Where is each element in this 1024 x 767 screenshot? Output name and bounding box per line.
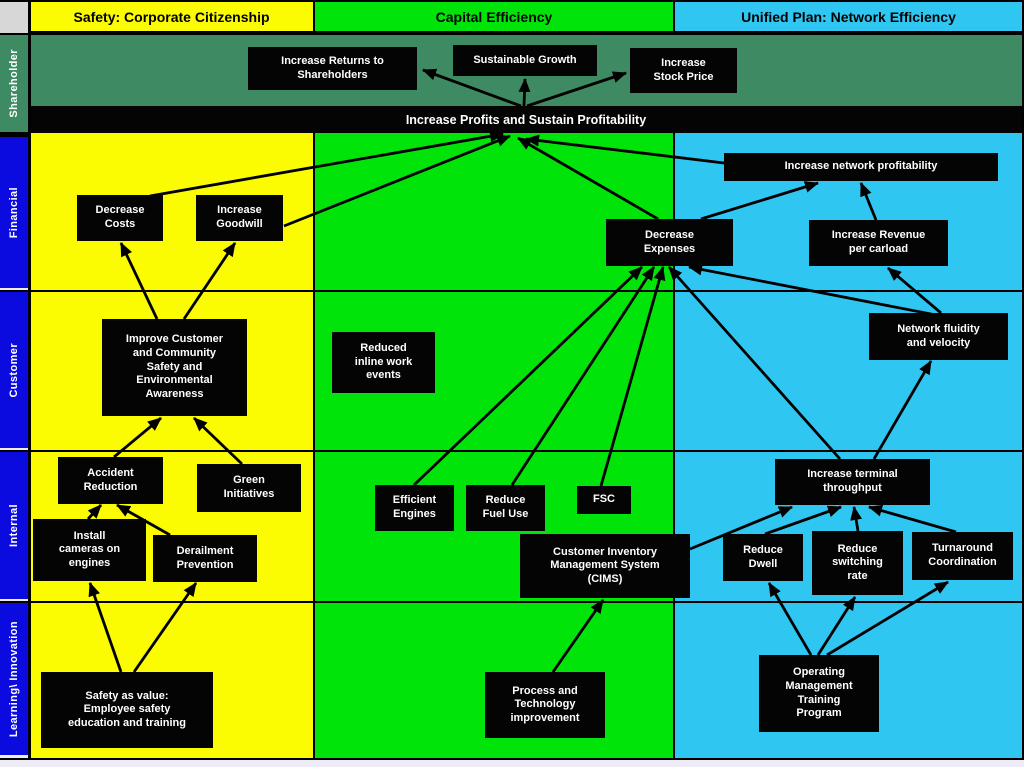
- node-cims: Customer Inventory Management System (CI…: [520, 534, 690, 598]
- node-reduce-switching-rate: Reduce switching rate: [812, 531, 903, 595]
- row-label-customer-cell: Customer: [0, 292, 28, 448]
- node-fsc: FSC: [577, 486, 631, 514]
- column-line-yellow-green: [313, 133, 315, 760]
- row-label-financial-cell: Financial: [0, 137, 28, 288]
- node-increase-goodwill: Increase Goodwill: [196, 195, 283, 241]
- row-line-customer-internal: [0, 450, 1024, 452]
- node-decrease-expenses: Decrease Expenses: [606, 219, 733, 266]
- column-header-safety: Safety: Corporate Citizenship: [28, 0, 315, 33]
- node-improve-customer-safety: Improve Customer and Community Safety an…: [102, 319, 247, 416]
- border-right: [1022, 0, 1024, 760]
- node-accident-reduction: Accident Reduction: [58, 457, 163, 504]
- node-reduced-inline-work-events: Reduced inline work events: [332, 332, 435, 393]
- row-label-customer: Customer: [8, 342, 20, 398]
- node-process-technology: Process and Technology improvement: [485, 672, 605, 738]
- node-operating-mgmt-training: Operating Management Training Program: [759, 655, 879, 732]
- border-bottom: [0, 758, 1024, 760]
- row-label-shareholder-cell: Shareholder: [0, 35, 28, 132]
- row-line-financial-customer: [0, 290, 1024, 292]
- row-label-shareholder: Shareholder: [8, 49, 20, 118]
- node-install-cameras: Install cameras on engines: [33, 519, 146, 581]
- node-increase-returns: Increase Returns to Shareholders: [248, 47, 417, 90]
- corner-cell: [0, 0, 28, 33]
- header-separator: [0, 33, 1024, 35]
- node-safety-as-value: Safety as value: Employee safety educati…: [41, 672, 213, 748]
- node-network-fluidity: Network fluidity and velocity: [869, 313, 1008, 360]
- node-increase-terminal-throughput: Increase terminal throughput: [775, 459, 930, 505]
- column-header-capital: Capital Efficiency: [313, 0, 675, 33]
- node-increase-stock-price: Increase Stock Price: [630, 48, 737, 93]
- sidebar-shareholder-divider: [0, 132, 28, 137]
- node-sustainable-growth: Sustainable Growth: [453, 45, 597, 76]
- row-label-learning-cell: Learning\ Innovation: [0, 603, 28, 755]
- node-increase-revenue-per-carload: Increase Revenue per carload: [809, 220, 948, 266]
- column-header-unified: Unified Plan: Network Efficiency: [673, 0, 1024, 33]
- row-label-learning: Learning\ Innovation: [8, 620, 20, 738]
- node-decrease-costs: Decrease Costs: [77, 195, 163, 241]
- profit-bar: Increase Profits and Sustain Profitabili…: [28, 106, 1024, 133]
- row-label-internal-cell: Internal: [0, 452, 28, 599]
- node-derailment-prevention: Derailment Prevention: [153, 535, 257, 582]
- node-efficient-engines: Efficient Engines: [375, 485, 454, 531]
- row-line-internal-learning: [0, 601, 1024, 603]
- sidebar-separator: [28, 0, 31, 760]
- node-green-initiatives: Green Initiatives: [197, 464, 301, 512]
- row-label-internal: Internal: [8, 504, 20, 547]
- node-turnaround-coordination: Turnaround Coordination: [912, 532, 1013, 580]
- node-reduce-dwell: Reduce Dwell: [723, 534, 803, 581]
- node-increase-network-profitability: Increase network profitability: [724, 153, 998, 181]
- row-label-financial: Financial: [8, 186, 20, 239]
- border-top: [0, 0, 1024, 2]
- node-reduce-fuel-use: Reduce Fuel Use: [466, 485, 545, 531]
